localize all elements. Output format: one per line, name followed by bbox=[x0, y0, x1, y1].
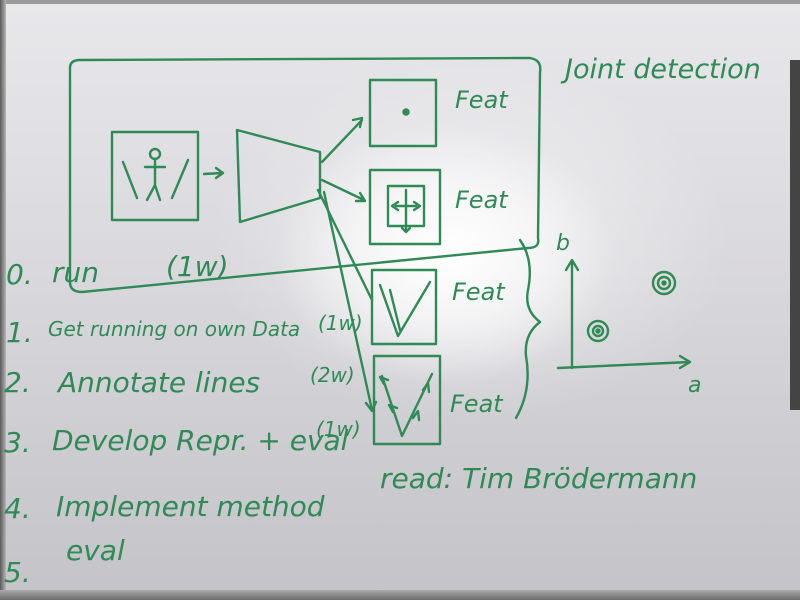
arrow-to-feat-1 bbox=[320, 116, 364, 164]
feature-map-lines bbox=[370, 268, 438, 346]
input-arrow-icon bbox=[202, 166, 225, 180]
plan-list: 0. run (1w) 1. Get running on own Data (… bbox=[4, 250, 363, 589]
step-1-num: 1. bbox=[6, 316, 33, 349]
step-3-num: 3. bbox=[4, 426, 31, 459]
step-3-duration: (1w) bbox=[316, 417, 361, 441]
arrow-to-feat-2 bbox=[320, 178, 367, 203]
step-3-text: Develop Repr. + eval bbox=[52, 424, 349, 457]
step-4-text: Implement method bbox=[56, 490, 325, 523]
encoder-network bbox=[235, 128, 322, 224]
plot-y-axis bbox=[564, 258, 580, 370]
step-0-text: run bbox=[52, 256, 99, 289]
offset-arrows-icon bbox=[390, 188, 422, 234]
feat-label-4: Feat bbox=[450, 390, 504, 418]
title-text: Joint detection bbox=[560, 54, 761, 85]
feature-group-brace bbox=[514, 238, 542, 420]
wall-edge bbox=[790, 60, 800, 410]
cluster-marker-2 bbox=[651, 270, 677, 296]
board-frame-left bbox=[0, 0, 6, 600]
feat-label-1: Feat bbox=[455, 86, 509, 114]
input-image-box bbox=[110, 130, 200, 222]
board-frame-top bbox=[0, 0, 800, 4]
step-5-num: 5. bbox=[4, 556, 31, 589]
step-0-duration: (1w) bbox=[166, 250, 229, 283]
step-4-num: 4. bbox=[4, 492, 31, 525]
board-tray bbox=[0, 590, 800, 600]
step-5-text: eval bbox=[66, 534, 125, 567]
embedding-plot: b a bbox=[556, 231, 701, 398]
plot-y-label: b bbox=[556, 231, 570, 256]
step-1-duration: (1w) bbox=[318, 311, 363, 335]
pipeline-frame bbox=[68, 56, 542, 294]
cluster-marker-1 bbox=[586, 319, 610, 343]
feature-map-offsets bbox=[368, 168, 442, 246]
stick-figure-icon bbox=[121, 147, 190, 202]
plot-x-axis bbox=[556, 354, 692, 370]
step-0-num: 0. bbox=[6, 258, 33, 291]
plot-x-label: a bbox=[688, 373, 701, 398]
step-2-text: Annotate lines bbox=[56, 366, 260, 399]
step-2-duration: (2w) bbox=[310, 363, 355, 387]
feat-label-3: Feat bbox=[452, 278, 506, 306]
heatmap-point-icon bbox=[402, 108, 410, 116]
feature-map-heatmap bbox=[368, 78, 438, 148]
direction-arrows-icon bbox=[378, 375, 431, 422]
line-strokes-icon bbox=[378, 280, 432, 338]
feature-map-directions bbox=[372, 354, 442, 446]
step-1-text: Get running on own Data bbox=[48, 317, 300, 341]
reading-note: read: Tim Brödermann bbox=[380, 462, 697, 495]
feat-label-2: Feat bbox=[455, 186, 509, 214]
step-2-num: 2. bbox=[4, 366, 31, 399]
direction-lines-icon bbox=[380, 372, 434, 438]
